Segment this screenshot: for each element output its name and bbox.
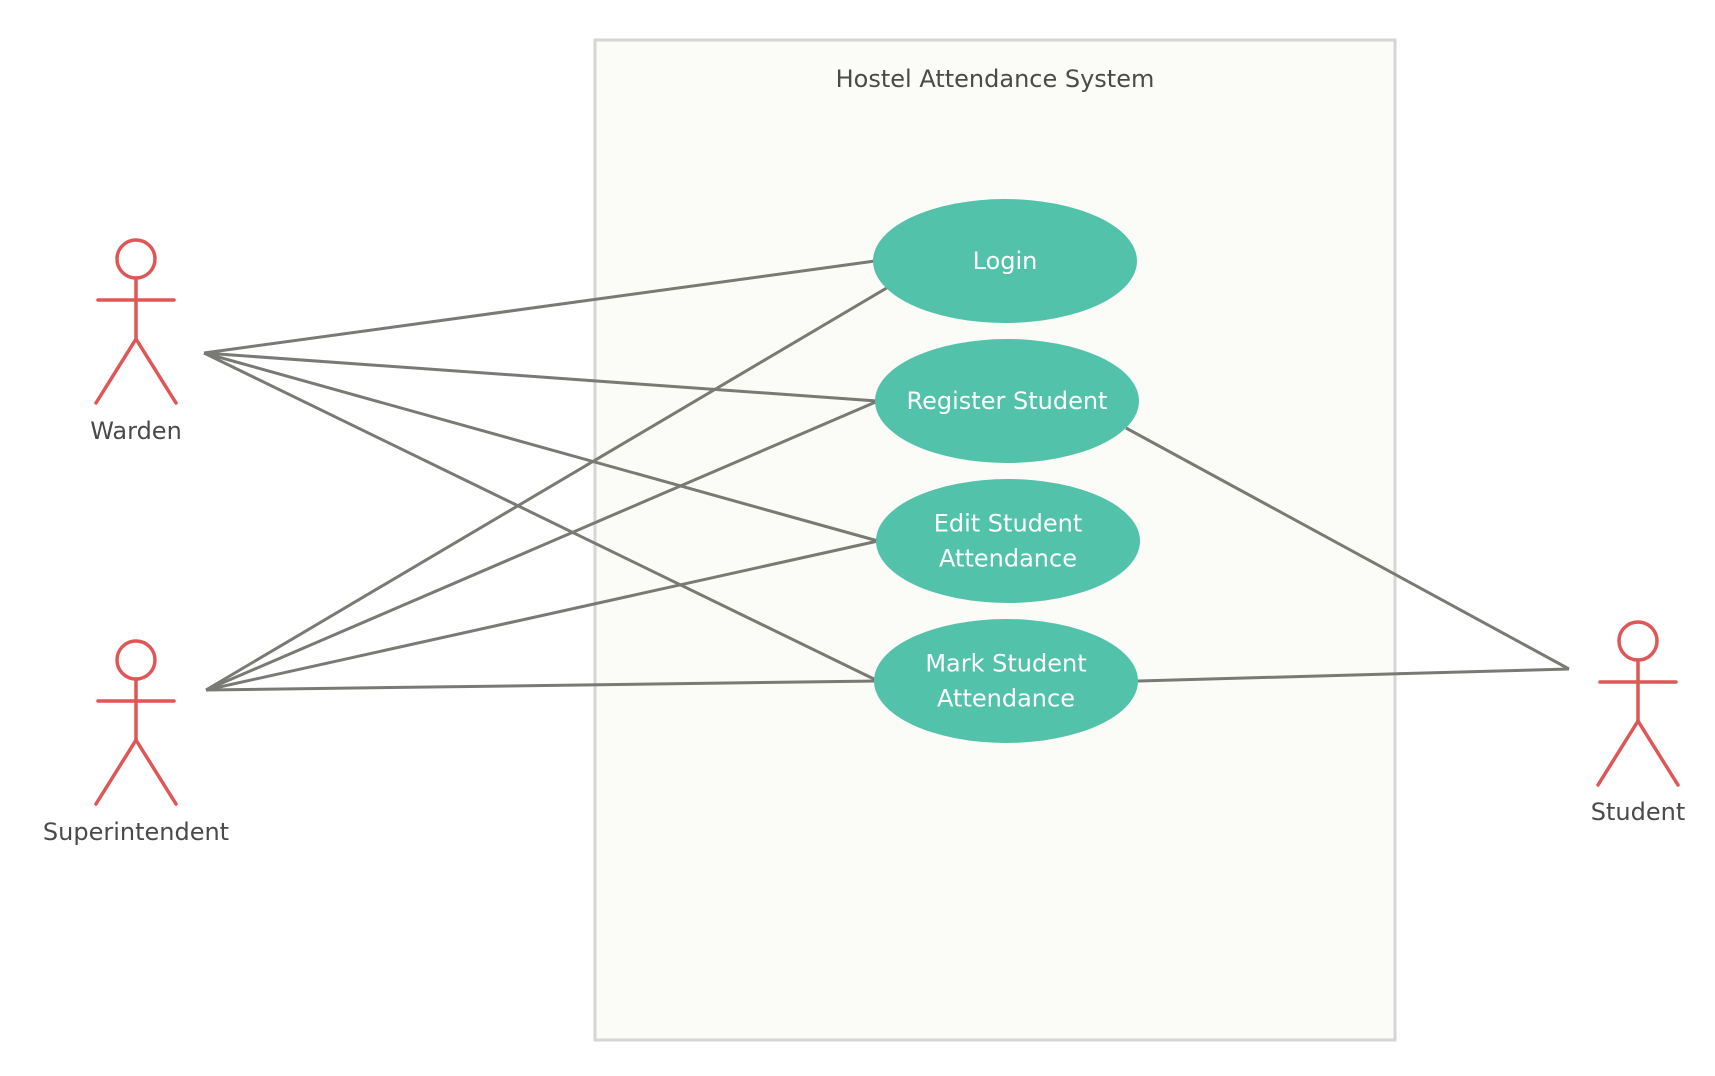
- association-lines: [203, 259, 1570, 692]
- actor-warden: Warden: [90, 238, 182, 445]
- use-case-label: Edit Student: [934, 510, 1083, 538]
- actor-label: Warden: [90, 417, 182, 445]
- actor-student: Student: [1591, 620, 1685, 826]
- use-case-label: Attendance: [937, 685, 1075, 713]
- association-warden-register: [203, 351, 878, 403]
- association-student-mark: [1137, 667, 1570, 683]
- use-case-ellipse: [873, 199, 1137, 323]
- actor-figure-icon: [94, 238, 178, 405]
- association-superintendent-login: [205, 284, 891, 692]
- actor-figure-icon: [94, 639, 178, 806]
- actor-label: Student: [1591, 798, 1685, 826]
- use-case-ellipse: [876, 479, 1140, 603]
- use-case-ellipse: [874, 619, 1138, 743]
- use-case-label: Register Student: [907, 387, 1108, 415]
- actor-figure-icon: [1596, 620, 1680, 787]
- use-case-ellipse: [875, 339, 1139, 463]
- association-warden-edit: [203, 351, 879, 543]
- association-warden-login: [203, 259, 876, 355]
- association-superintendent-register: [205, 399, 879, 692]
- association-superintendent-edit: [205, 539, 879, 692]
- use-case-login: Login: [873, 199, 1137, 323]
- association-student-register: [1125, 426, 1570, 671]
- system-title: Hostel Attendance System: [836, 65, 1155, 93]
- use-case-register: Register Student: [875, 339, 1139, 463]
- actor-label: Superintendent: [43, 818, 229, 846]
- actor-superintendent: Superintendent: [43, 639, 229, 846]
- use-case-label: Attendance: [939, 545, 1077, 573]
- association-warden-mark: [203, 351, 879, 683]
- association-superintendent-mark: [205, 679, 879, 692]
- use-case-label: Mark Student: [925, 650, 1086, 678]
- use-case-label: Login: [973, 247, 1038, 275]
